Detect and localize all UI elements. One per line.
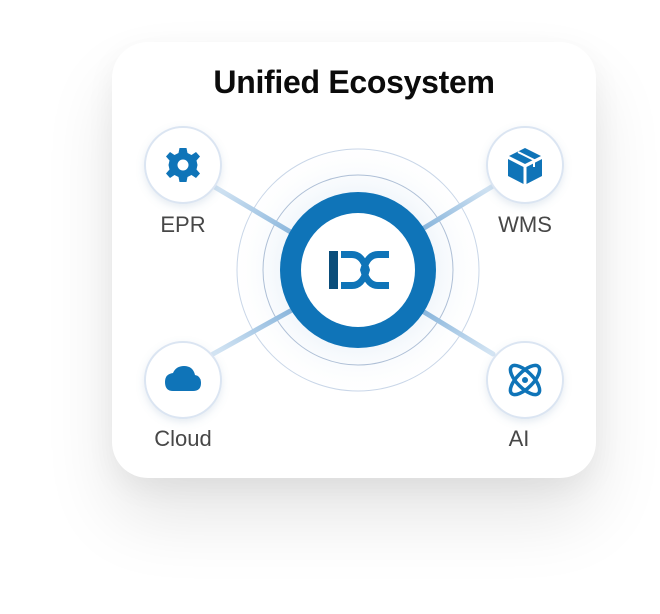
middle-ring	[262, 174, 454, 366]
outer-ring	[236, 148, 480, 392]
connector-epr	[210, 183, 297, 237]
gear-icon	[166, 148, 200, 182]
label-cloud: Cloud	[154, 426, 212, 451]
atom-icon	[508, 363, 542, 397]
ecosystem-diagram	[144, 126, 564, 419]
label-ai: AI	[508, 426, 530, 451]
label-wms: WMS	[498, 212, 552, 237]
node-ai[interactable]	[486, 341, 564, 419]
cloud-icon	[165, 366, 201, 391]
hub[interactable]	[280, 192, 436, 348]
node-wms[interactable]	[486, 126, 564, 204]
connector-cloud	[210, 307, 295, 357]
card-title: Unified Ecosystem	[213, 64, 495, 100]
node-cloud[interactable]	[144, 341, 222, 419]
connector-wms	[421, 183, 496, 231]
node-epr[interactable]	[144, 126, 222, 204]
package-box-icon	[508, 148, 542, 184]
connector-ai	[421, 309, 496, 357]
idc-logo-icon	[329, 251, 389, 289]
ecosystem-card: Unified Ecosystem	[112, 42, 596, 478]
label-epr: EPR	[160, 212, 206, 237]
